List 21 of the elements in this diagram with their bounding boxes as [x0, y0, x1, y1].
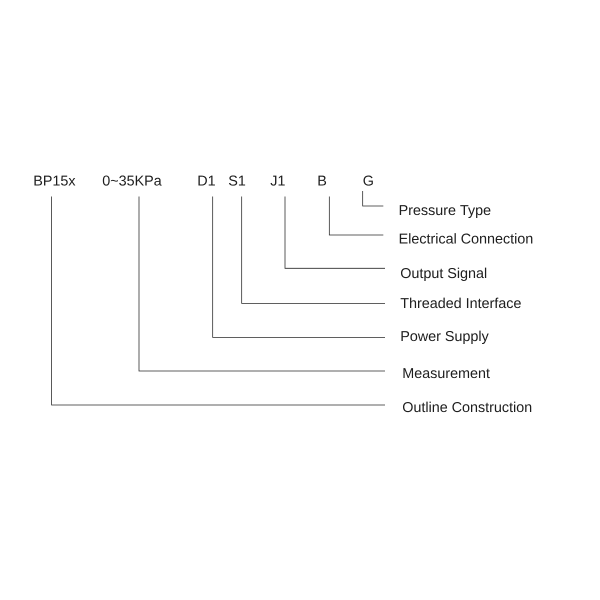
description-label: Pressure Type: [400, 205, 490, 218]
description-label: Output Signal: [400, 268, 486, 281]
leader-line: [284, 196, 386, 269]
description-label: Threaded Interface: [400, 298, 521, 308]
code-label: G: [364, 176, 373, 186]
code-label: S1: [228, 176, 246, 186]
leader-line: [212, 196, 386, 338]
code-label: D1: [198, 176, 215, 186]
leader-line: [362, 190, 384, 206]
code-label: B: [318, 176, 326, 186]
leader-line: [138, 196, 386, 372]
leader-line: [241, 196, 386, 304]
code-label: BP15x: [34, 176, 76, 186]
description-label: Measurement: [403, 368, 490, 378]
description-label: Outline Construction: [402, 402, 532, 412]
description-label: Power Supply: [401, 330, 489, 344]
description-label: Electrical Connection: [400, 233, 532, 244]
code-label: 0~35KPa: [102, 176, 162, 186]
leader-line: [51, 196, 386, 406]
leader-line: [328, 196, 384, 236]
code-label: J1: [270, 176, 285, 186]
